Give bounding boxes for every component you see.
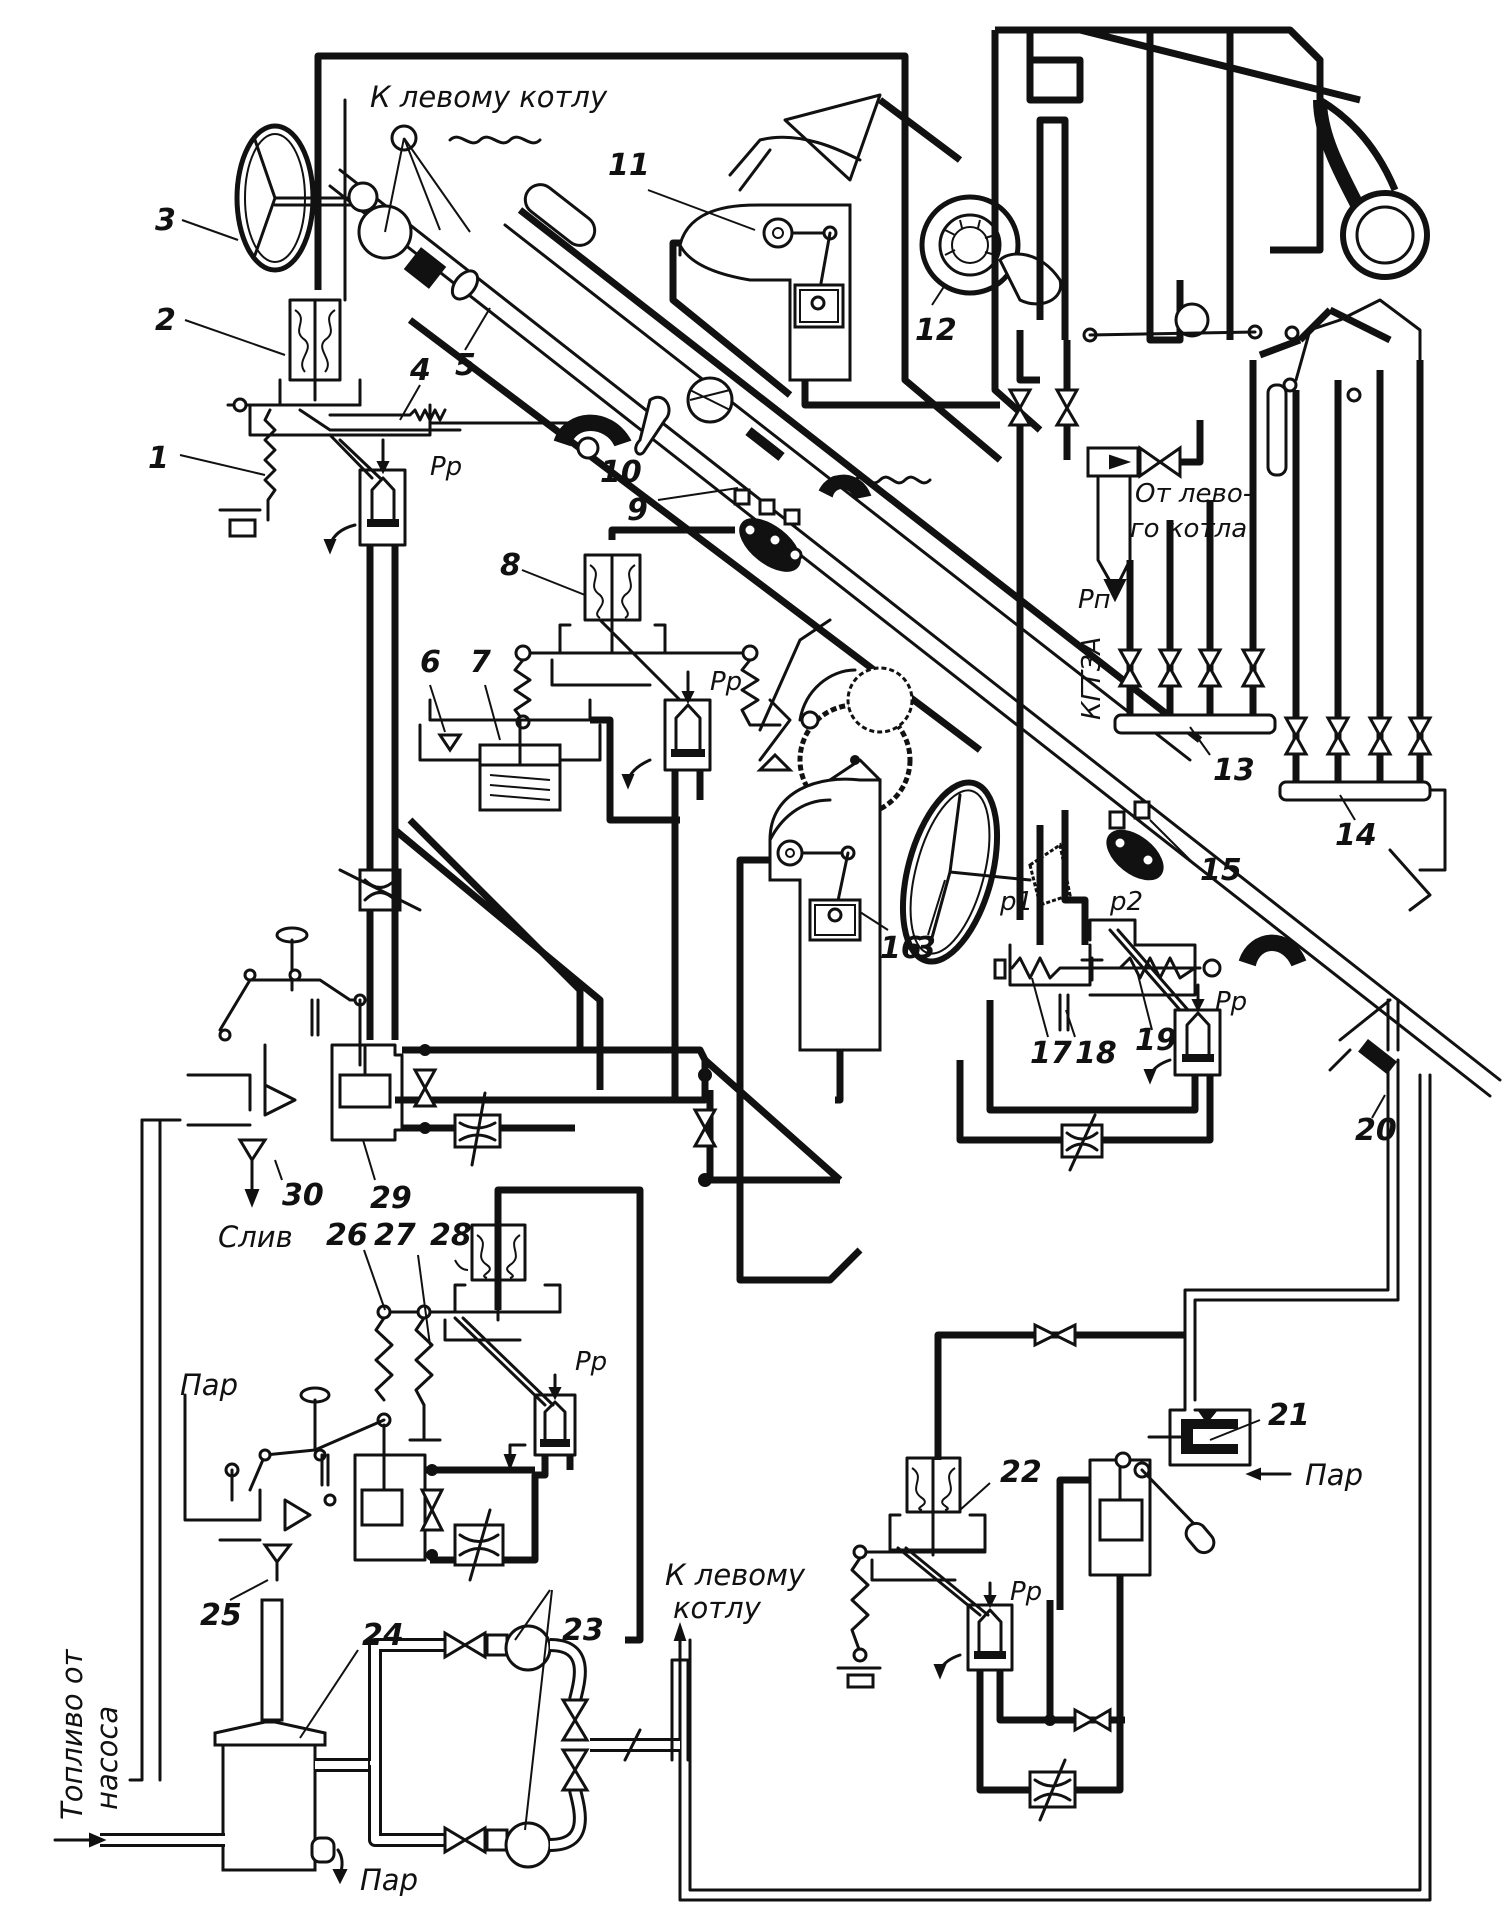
differential-regulator-17-18-19 — [993, 810, 1202, 1032]
callout-24: 24 — [362, 1618, 404, 1653]
manifold-13 — [1113, 360, 1277, 756]
servo-relay-valve-right — [986, 983, 1222, 1114]
piston-actuator-6-7 — [418, 698, 680, 824]
bellows-regulator-22 — [836, 1456, 990, 1689]
label-to-left-boiler-bottom-line1: К левому — [665, 1558, 806, 1592]
callout-20: 20 — [1355, 1113, 1397, 1148]
pinion-block-15 — [1106, 800, 1164, 881]
steam-lines-right — [1007, 302, 1263, 920]
callout-12: 12 — [915, 313, 957, 348]
servo-relay-valve-22 — [933, 1581, 1125, 1794]
label-to-left-boiler-top: К левому котлу — [370, 80, 608, 114]
handwheel-3-top[interactable] — [234, 123, 362, 273]
callout-22: 22 — [1000, 1455, 1042, 1490]
callout-23: 23 — [562, 1613, 604, 1648]
ejector-from-left-boiler — [1086, 420, 1204, 603]
manifold-14 — [1258, 298, 1447, 912]
clutch-right — [1202, 934, 1307, 978]
callout-3-center: 3 — [915, 931, 936, 966]
label-to-left-boiler-bottom-line2: котлу — [673, 1591, 762, 1625]
label-drain: Слив — [218, 1220, 293, 1254]
pipe-to-left-boiler-bottom — [670, 1621, 690, 1762]
label-pr-3: Pр — [1215, 987, 1247, 1017]
label-steam-bottom: Пар — [360, 1863, 418, 1897]
callout-1: 1 — [148, 441, 169, 476]
servo-relay-valve-center — [621, 670, 712, 1100]
rack-spring — [448, 135, 597, 247]
callout-21: 21 — [1268, 1398, 1310, 1433]
throttle-valve-left — [338, 868, 422, 912]
bellows-regulator-28 — [363, 1186, 644, 1644]
fuel-filter-24 — [100, 1598, 370, 1885]
fuel-inlet-pipe — [53, 1832, 107, 1848]
callout-29: 29 — [370, 1181, 412, 1216]
valve-30-lever — [128, 926, 367, 1782]
label-pr-4: Pр — [575, 1347, 607, 1377]
callout-11: 11 — [608, 148, 650, 183]
callout-7: 7 — [470, 645, 491, 680]
callout-19: 19 — [1135, 1023, 1177, 1058]
label-from-left-boiler-line2: го котла — [1130, 514, 1247, 544]
spring-coil-shaft — [818, 474, 932, 500]
callout-13: 13 — [1213, 753, 1255, 788]
valve-20 — [678, 998, 1432, 1902]
throttle-valve-center — [956, 1060, 1214, 1172]
label-from-left-boiler-line1: От лево- — [1135, 479, 1252, 509]
valve-row-14 — [1283, 716, 1433, 756]
callout-4: 4 — [409, 353, 431, 388]
fuel-pumps-23 — [368, 1589, 680, 1869]
label-fuel-from-pump-line2: насоса — [90, 1706, 124, 1810]
label-pr-1: Pр — [430, 452, 462, 482]
callout-5: 5 — [455, 348, 476, 383]
callout-18: 18 — [1075, 1036, 1117, 1071]
main-diagonal-shaft — [328, 168, 1502, 1098]
callout-27: 27 — [374, 1218, 416, 1253]
label-p1: p1 — [999, 887, 1033, 917]
label-turbine-code: КГТЗА — [1077, 637, 1107, 720]
steam-valve-21[interactable] — [1114, 1398, 1292, 1557]
hydraulic-cylinder-right — [1028, 1458, 1152, 1822]
callout-6: 6 — [420, 645, 441, 680]
callout-25: 25 — [200, 1598, 242, 1633]
clutch-10 — [553, 376, 785, 461]
hydraulic-cylinder-lower — [353, 1423, 535, 1582]
callout-9: 9 — [627, 493, 648, 528]
callout-14: 14 — [1335, 818, 1377, 853]
bevel-gear-top — [347, 124, 480, 301]
callout-2: 2 — [155, 303, 176, 338]
label-steam-right: Пар — [1305, 1458, 1363, 1492]
callout-3-top: 3 — [155, 203, 176, 238]
boiler-block — [991, 26, 1430, 433]
callout-8: 8 — [500, 548, 521, 583]
callout-30: 30 — [282, 1178, 324, 1213]
callout-17: 17 — [1030, 1036, 1072, 1071]
pinion-block-9 — [733, 488, 803, 572]
servomotor-11 — [669, 93, 1000, 409]
label-p2: p2 — [1109, 887, 1143, 917]
label-steam-left: Пар — [180, 1368, 238, 1402]
label-pr-2: Pр — [710, 667, 742, 697]
valve-25-lever — [183, 1386, 386, 1582]
label-fuel-from-pump-line1: Топливо от — [55, 1648, 89, 1820]
label-pr-5: Pр — [1010, 1577, 1042, 1607]
callout-28: 28 — [430, 1218, 472, 1253]
bellows-regulator-8 — [513, 526, 782, 730]
bellows-regulator-2 — [218, 298, 572, 538]
callout-10: 10 — [600, 455, 642, 490]
label-pn: Pп — [1078, 585, 1111, 615]
valve-row-13 — [1117, 648, 1266, 688]
callout-26: 26 — [326, 1218, 368, 1253]
hydraulic-cylinder-29 — [330, 1043, 575, 1181]
callout-15: 15 — [1200, 853, 1242, 888]
servomotor-16 — [736, 758, 882, 1104]
callout-16: 16 — [880, 931, 922, 966]
pipe-right-loop — [934, 1322, 1185, 1460]
